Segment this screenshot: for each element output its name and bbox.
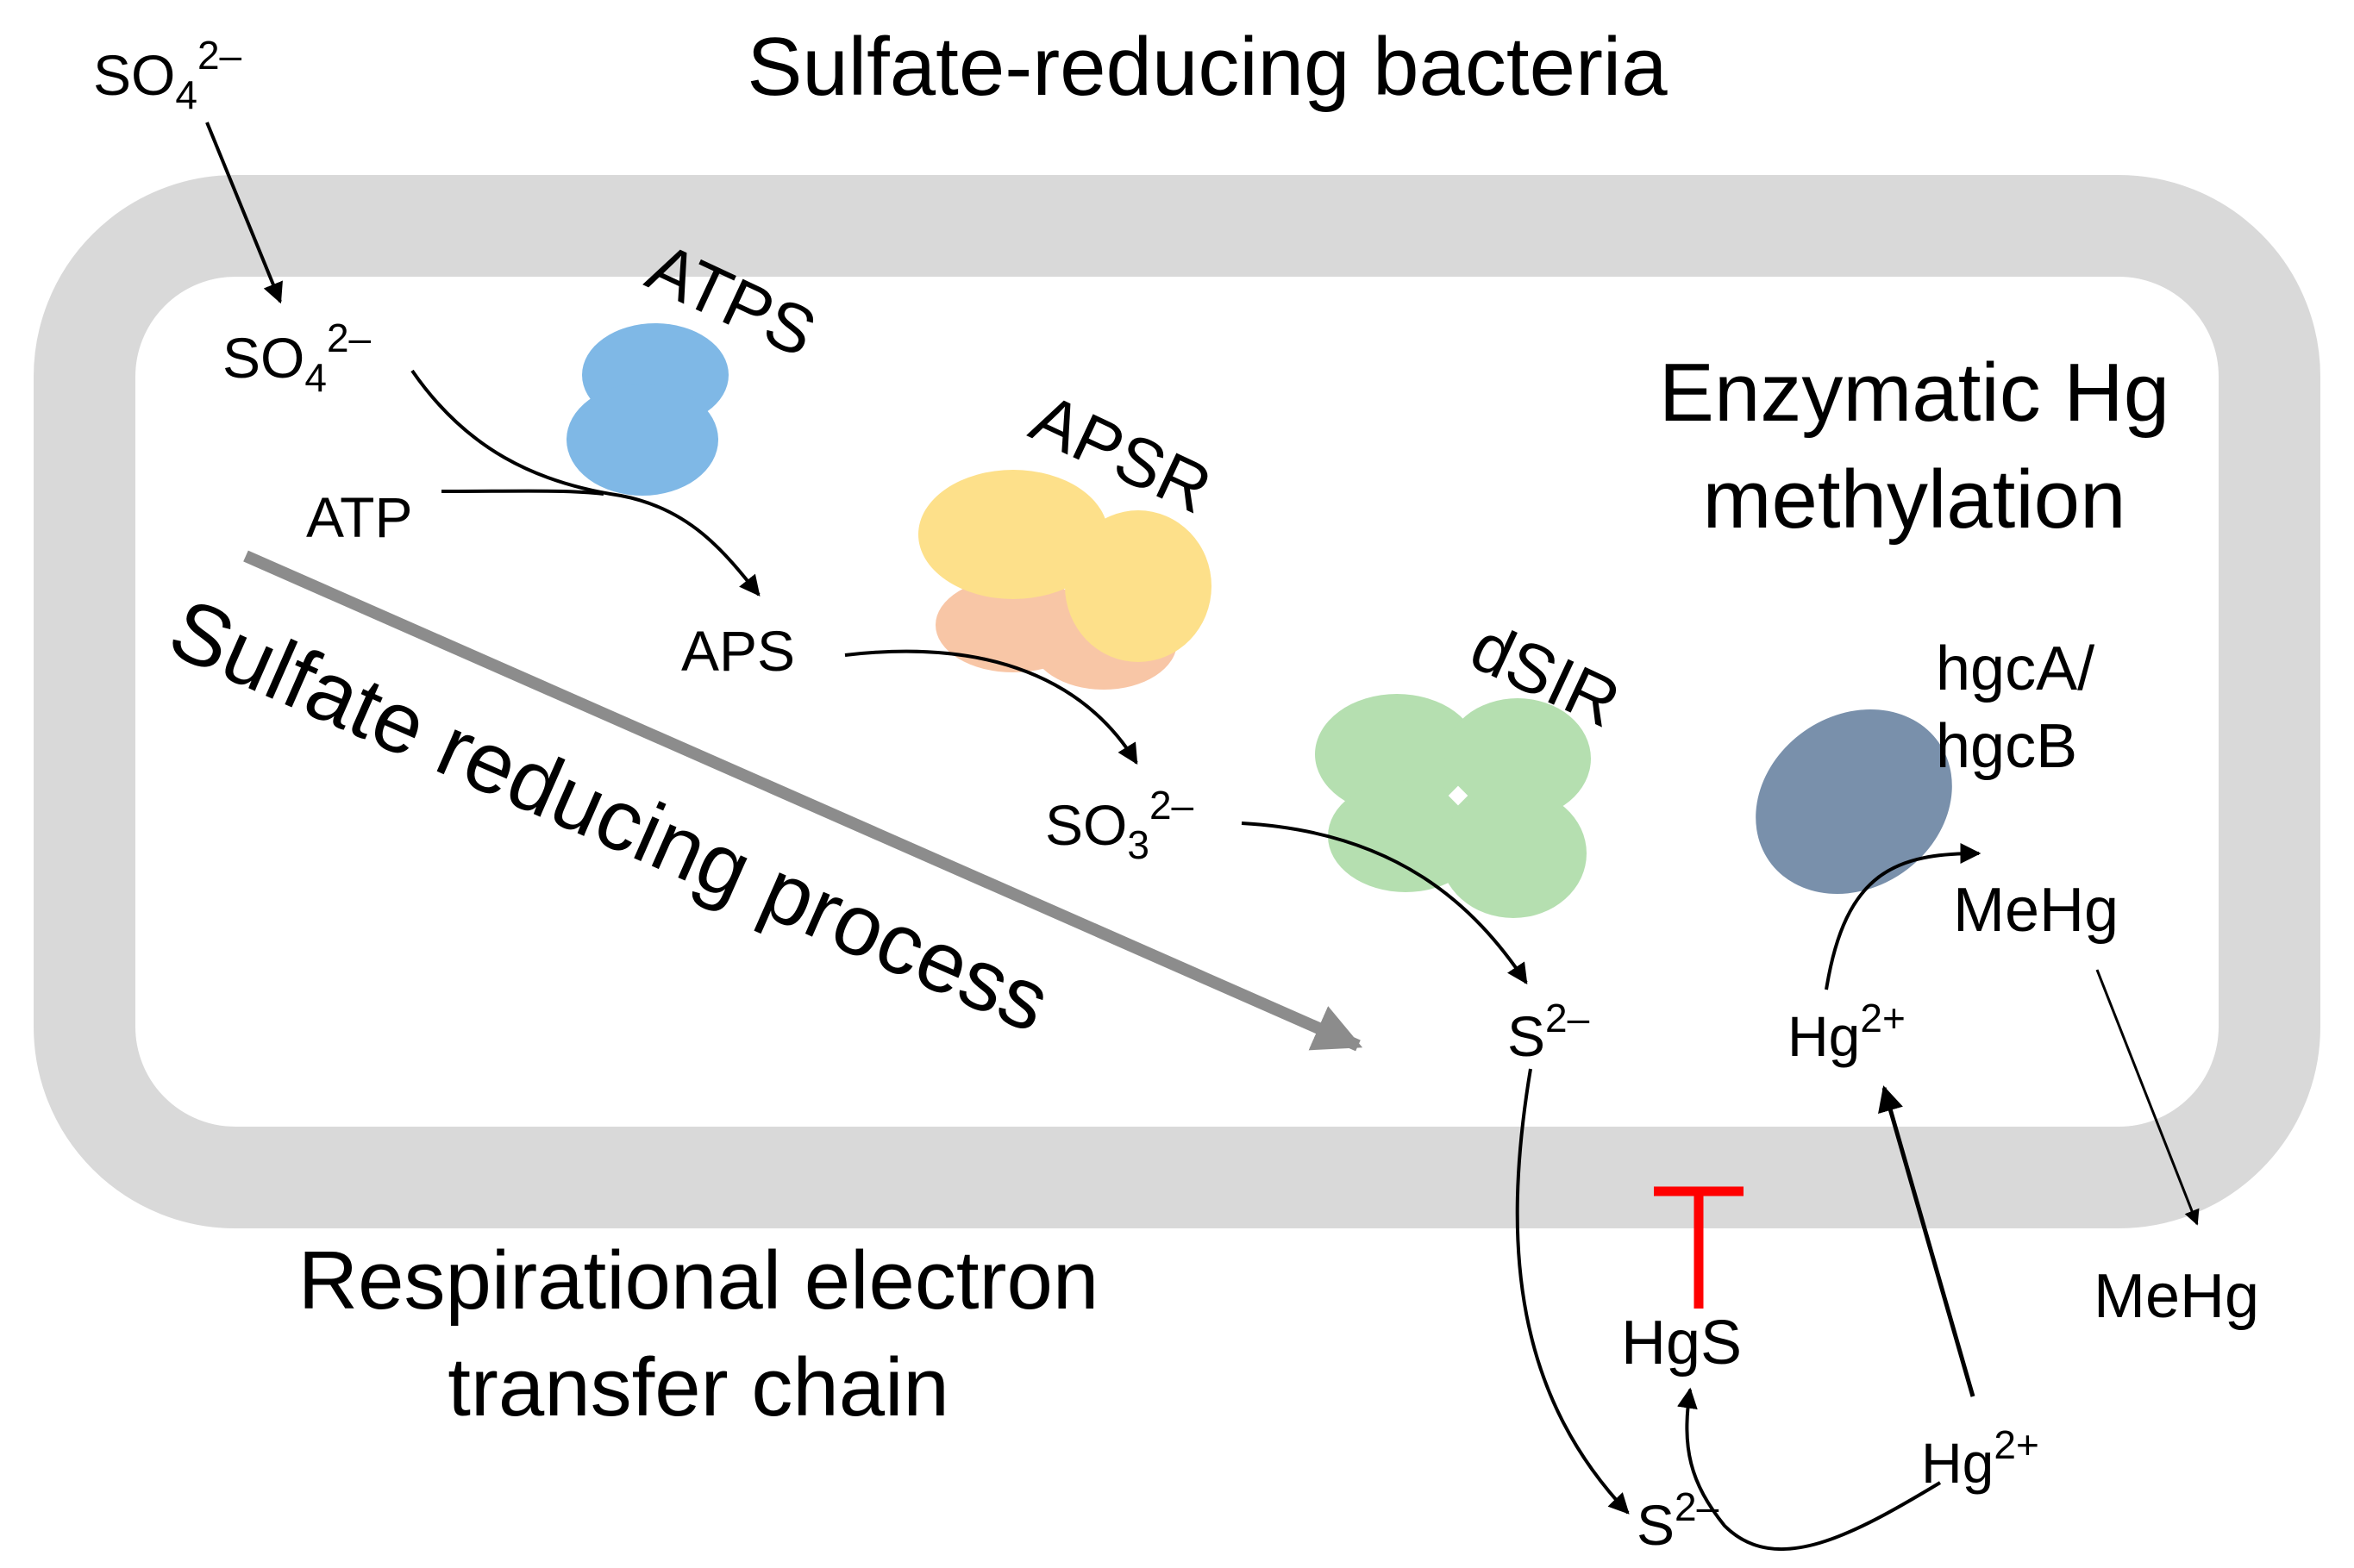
apsr-enzyme: [918, 470, 1211, 690]
sulfide-out-label: S2–: [1637, 1484, 1719, 1557]
hgc-label-line2: hgcB: [1936, 712, 2077, 781]
hg-uptake-arrow: [1878, 1085, 1975, 1397]
sulfide-in-label: S2–: [1507, 996, 1590, 1068]
process-arrow: [243, 550, 1363, 1052]
mehg-out-label: MeHg: [2094, 1262, 2259, 1331]
sulfide-export-arrow: [1515, 1068, 1630, 1515]
sulfite-label: SO32–: [1045, 783, 1194, 867]
dsir-enzyme: [1315, 694, 1591, 918]
apsr-reaction-arrow: [844, 649, 1138, 765]
diagram-title: Sulfate-reducing bacteria: [747, 21, 1668, 113]
hg-out-label: Hg2+: [1921, 1422, 2039, 1495]
reaction-arrows: [205, 122, 2200, 1552]
atps-enzyme: [567, 323, 729, 496]
atp-label: ATP: [306, 485, 412, 549]
cell-wall: [34, 175, 2320, 1228]
dsir-reaction-arrow: [1241, 821, 1528, 984]
hg-in-label: Hg2+: [1787, 996, 1906, 1068]
atps-reaction-arrow: [410, 369, 761, 597]
hgc-enzyme: [1756, 709, 1952, 894]
respiration-label-line2: transfer chain: [448, 1341, 949, 1434]
methylation-label-line2: methylation: [1703, 453, 2126, 546]
hgs-label: HgS: [1621, 1309, 1742, 1377]
methylation-arrow: [1825, 843, 1981, 990]
inhibition-symbol: [1654, 1186, 1744, 1309]
sulfate-uptake-arrow: [205, 122, 283, 304]
atp-input-line: [441, 489, 604, 496]
sulfate-out-label: SO42–: [93, 33, 242, 117]
mehg-in-label: MeHg: [1953, 876, 2119, 945]
sulfate-in-label: SO42–: [222, 315, 372, 400]
methylation-label-line1: Enzymatic Hg: [1659, 347, 2169, 439]
aps-label: APS: [681, 619, 795, 683]
hgc-label-line1: hgcA/: [1936, 634, 2094, 703]
hgs-formation-arrow: [1676, 1387, 1942, 1552]
respiration-label-line1: Respirational electron: [298, 1234, 1099, 1327]
mehg-export-arrow: [2095, 969, 2200, 1226]
